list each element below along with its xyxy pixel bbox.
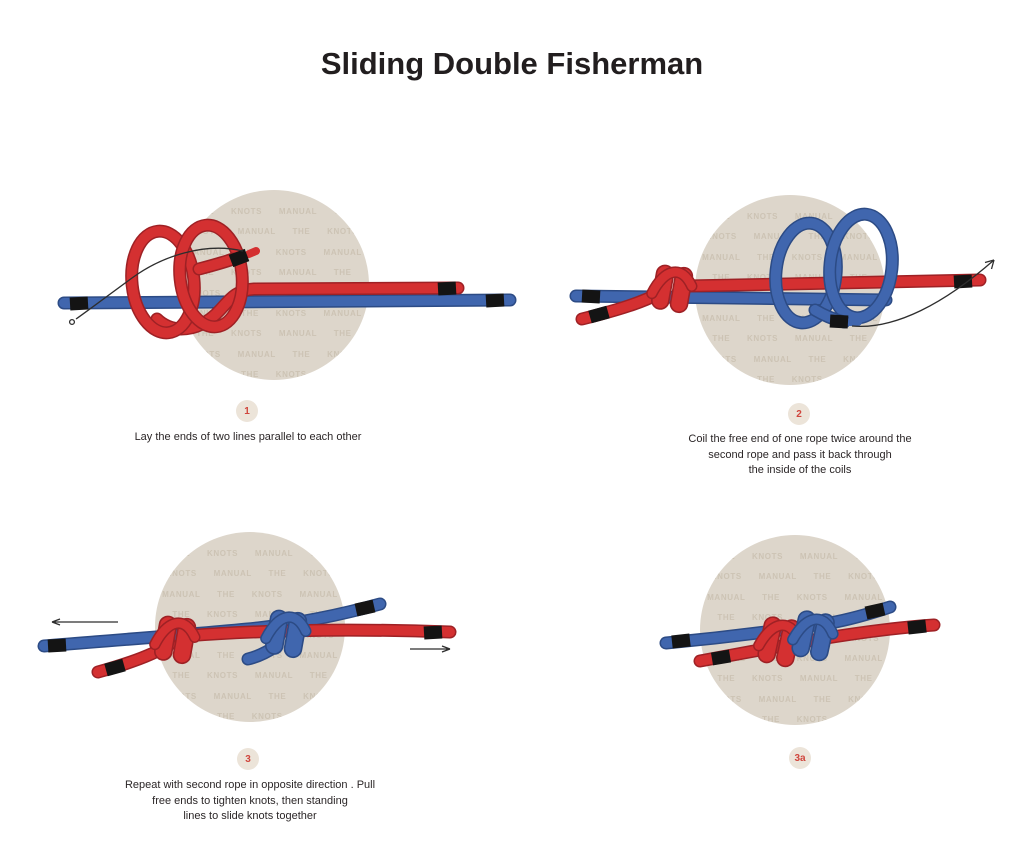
blue-rope-loops bbox=[769, 207, 899, 330]
step-caption-2: Coil the free end of one rope twice arou… bbox=[688, 433, 912, 476]
blue-knot bbox=[241, 609, 312, 666]
step-badge-2: 2 bbox=[788, 403, 810, 425]
guide-arrow-icon bbox=[68, 247, 244, 326]
knot-step-2-illustration bbox=[569, 207, 995, 330]
knot-step-3-illustration bbox=[37, 597, 457, 679]
step-badge-1: 1 bbox=[236, 400, 258, 422]
rope-tip bbox=[245, 247, 260, 258]
red-rope bbox=[125, 218, 465, 340]
red-knot bbox=[149, 615, 201, 665]
page-title: Sliding Double Fisherman bbox=[320, 46, 704, 81]
knot-step-1-illustration bbox=[57, 218, 517, 340]
knot-step-3a-illustration bbox=[659, 600, 941, 668]
red-knot bbox=[646, 264, 698, 314]
guide-arrow-icon bbox=[851, 259, 995, 328]
rope-end-caps bbox=[69, 248, 505, 311]
blue-knot bbox=[787, 610, 839, 662]
rope-end-caps bbox=[47, 599, 443, 677]
step-badge-3a: 3a bbox=[789, 747, 811, 769]
pull-direction-arrows bbox=[51, 618, 451, 653]
step-caption-1: Lay the ends of two lines parallel to ea… bbox=[134, 431, 362, 443]
step-caption-3: Repeat with second rope in opposite dire… bbox=[124, 779, 376, 822]
rope-end-caps bbox=[671, 602, 927, 666]
step-badge-3: 3 bbox=[237, 748, 259, 770]
